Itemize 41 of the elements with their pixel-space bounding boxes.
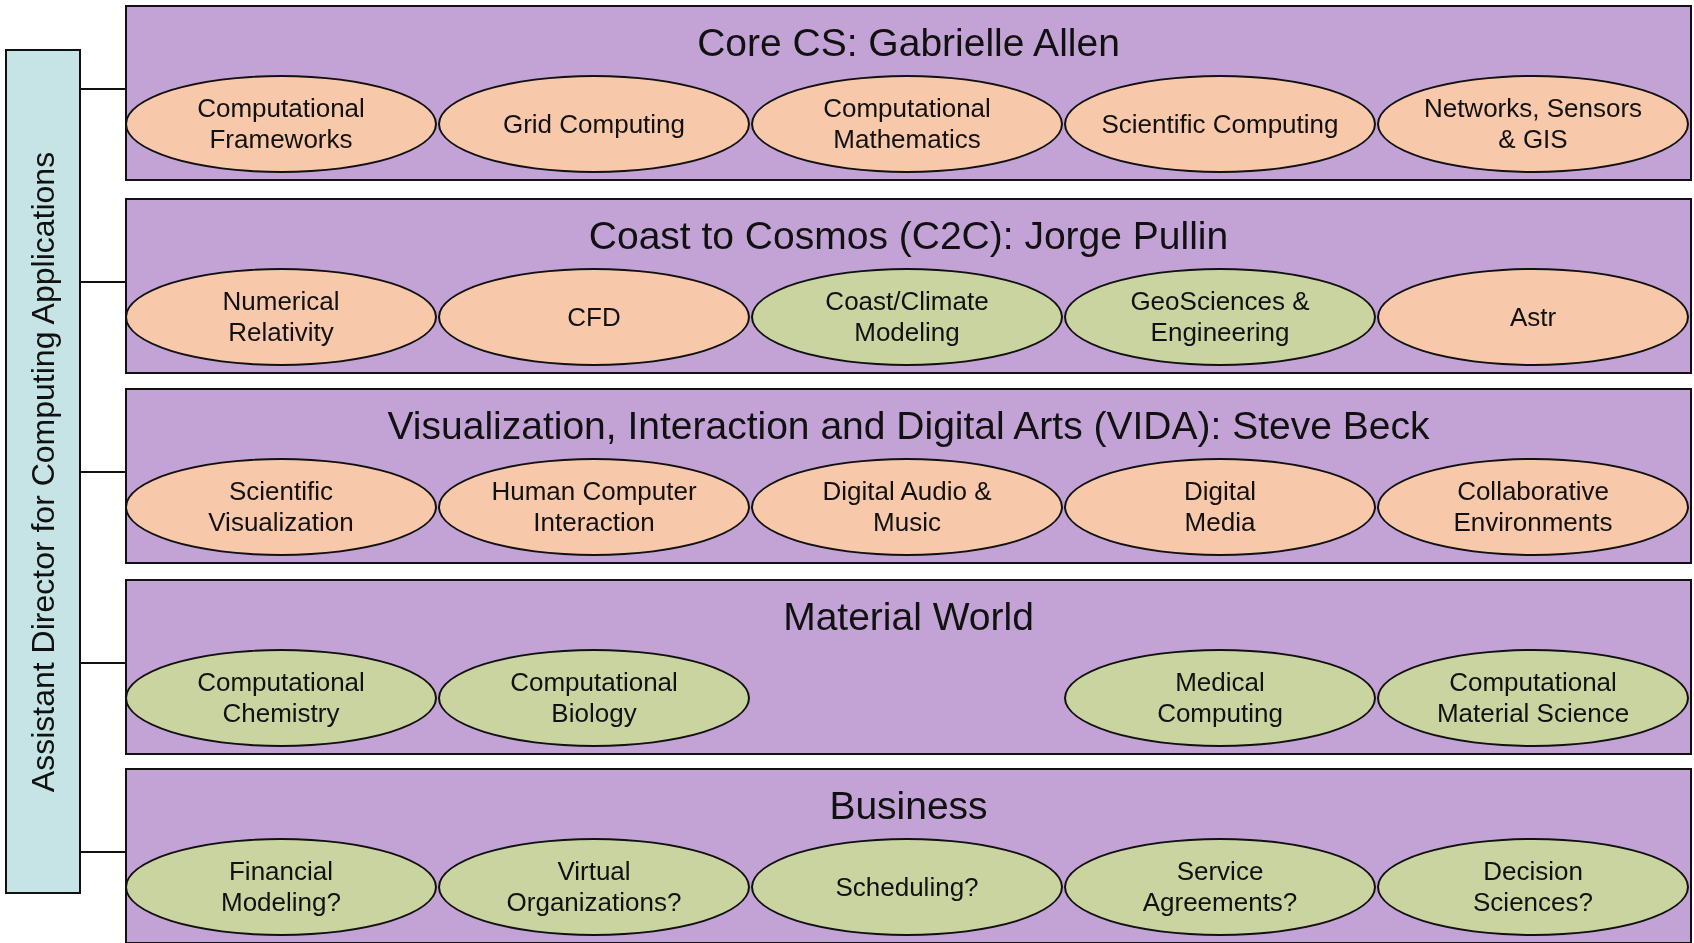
band-title: Material World (782, 595, 1035, 639)
topic-label: Computational Material Science (1435, 667, 1631, 729)
topic-label: Collaborative Environments (1452, 476, 1614, 538)
topic-label: Scientific Visualization (207, 476, 355, 538)
topic-label: Coast/Climate Modeling (824, 286, 990, 348)
topic-label: Financial Modeling? (220, 856, 342, 918)
topic-label: Medical Computing (1156, 667, 1284, 729)
topic-label: Computational Frameworks (196, 93, 366, 155)
role-label: Assistant Director for Computing Applications (24, 151, 62, 792)
topic-label: Service Agreements? (1141, 856, 1299, 918)
topic-label: Networks, Sensors & GIS (1422, 93, 1644, 155)
group-band (125, 388, 1692, 564)
connector-line (80, 851, 126, 853)
topic-label: Computational Biology (509, 667, 679, 729)
topic-label: CFD (567, 301, 621, 333)
band-title: Business (828, 784, 989, 828)
topic-label: Decision Sciences? (1472, 856, 1594, 918)
group-band (125, 768, 1692, 943)
connector-line (80, 88, 126, 90)
topic-label: Human Computer Interaction (490, 476, 698, 538)
connector-line (80, 281, 126, 283)
group-band (125, 579, 1692, 755)
connector-line (80, 471, 126, 473)
topic-label: Astr (1509, 301, 1557, 333)
role-box (5, 49, 81, 894)
band-title: Core CS: Gabrielle Allen (696, 21, 1121, 65)
topic-label: Grid Computing (502, 108, 686, 140)
topic-label: GeoSciences & Engineering (1129, 286, 1311, 348)
topic-label: Virtual Organizations? (505, 856, 683, 918)
topic-label: Digital Audio & Music (821, 476, 993, 538)
topic-label: Scientific Computing (1101, 108, 1339, 140)
topic-label: Numerical Relativity (221, 286, 341, 348)
topic-label: Scheduling? (835, 871, 979, 903)
band-title: Visualization, Interaction and Digital Arts (VIDA): Steve Beck (386, 404, 1431, 448)
band-title: Coast to Cosmos (C2C): Jorge Pullin (587, 214, 1230, 258)
topic-label: Computational Chemistry (196, 667, 366, 729)
topic-label: Digital Media (1182, 476, 1258, 538)
topic-label: Computational Mathematics (822, 93, 992, 155)
group-band (125, 198, 1692, 374)
group-band (125, 5, 1692, 181)
connector-line (80, 662, 126, 664)
